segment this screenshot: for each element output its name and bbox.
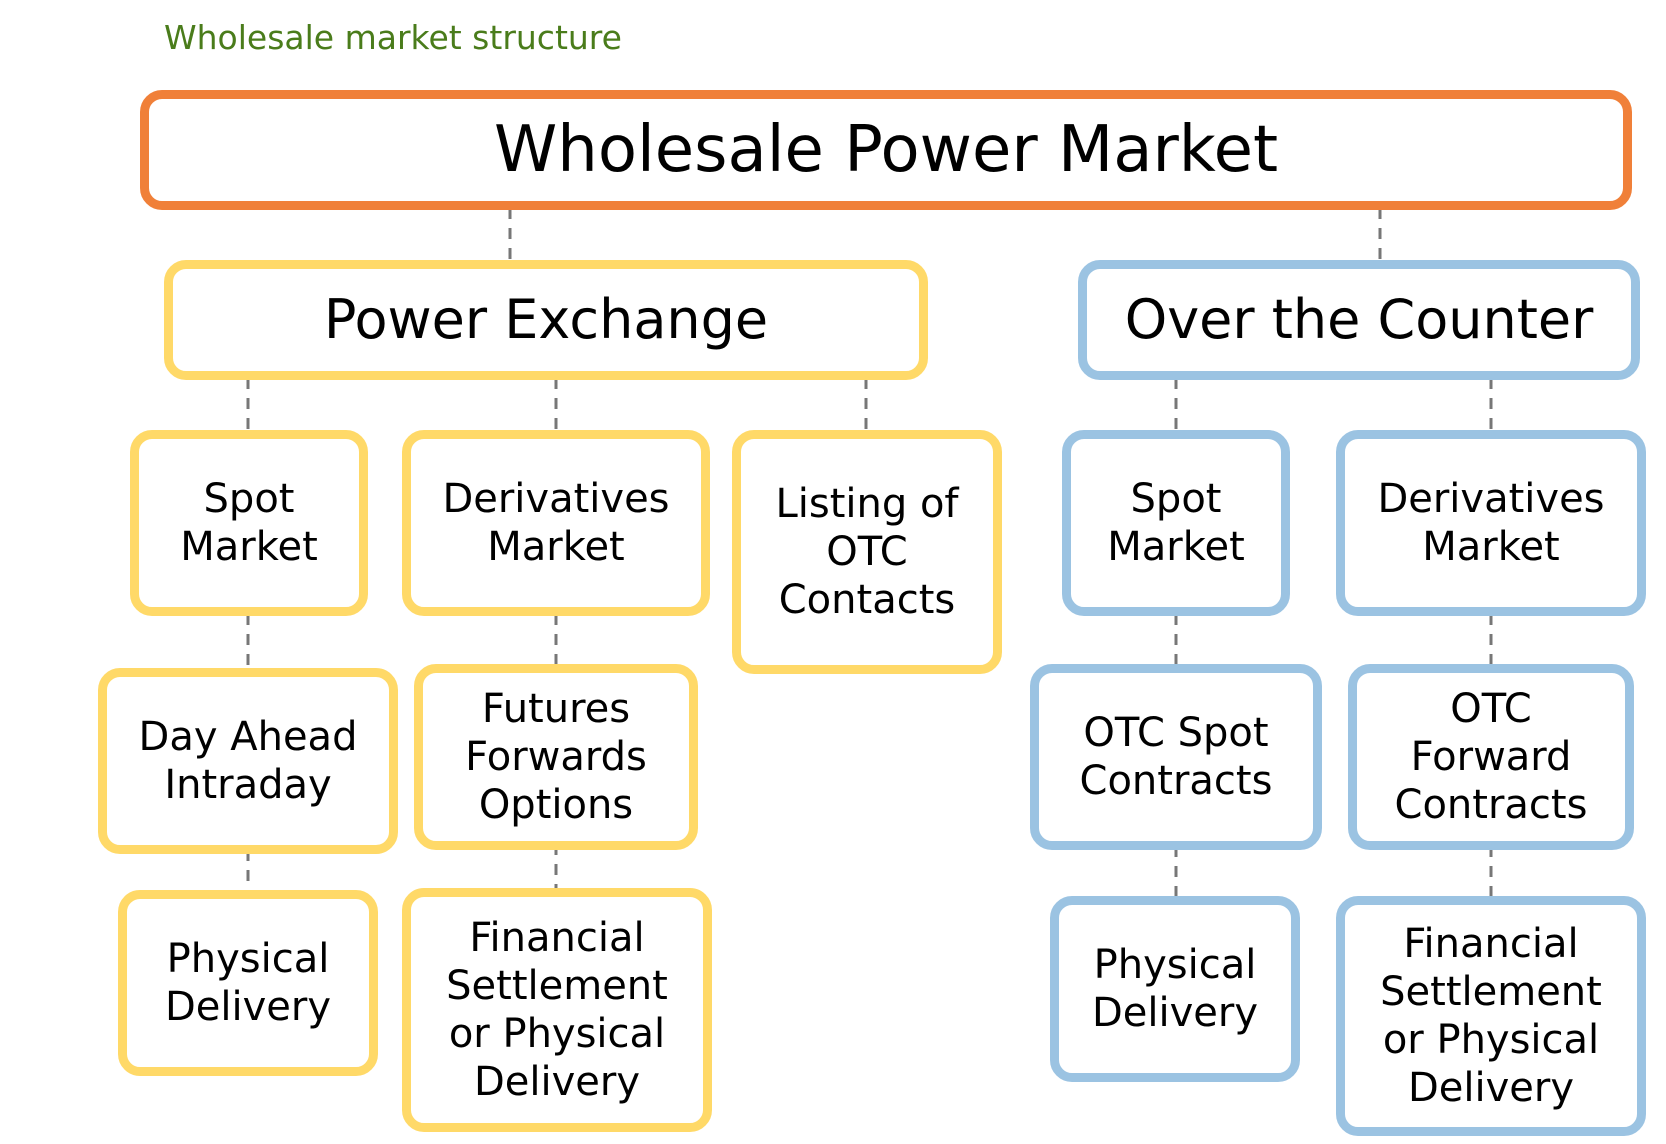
node-day-ahead-intraday: Day Ahead Intraday [98, 668, 398, 854]
node-otc-spot-contracts: OTC Spot Contracts [1030, 664, 1322, 850]
node-wholesale-power-market: Wholesale Power Market [140, 90, 1632, 210]
node-otc-derivatives-market: Derivatives Market [1336, 430, 1646, 616]
node-listing-of-otc-contacts: Listing of OTC Contacts [732, 430, 1002, 674]
node-power-exchange: Power Exchange [164, 260, 928, 380]
node-otc-forward-contracts: OTC Forward Contracts [1348, 664, 1634, 850]
node-futures-forwards-options: Futures Forwards Options [414, 664, 698, 850]
node-exchange-spot-market: Spot Market [130, 430, 368, 616]
node-exchange-derivatives-market: Derivatives Market [402, 430, 710, 616]
node-over-the-counter: Over the Counter [1078, 260, 1640, 380]
diagram-caption: Wholesale market structure [164, 18, 622, 57]
node-exchange-financial-settlement: Financial Settlement or Physical Deliver… [402, 888, 712, 1132]
node-otc-physical-delivery: Physical Delivery [1050, 896, 1300, 1082]
node-exchange-physical-delivery: Physical Delivery [118, 890, 378, 1076]
node-otc-spot-market: Spot Market [1062, 430, 1290, 616]
node-otc-financial-settlement: Financial Settlement or Physical Deliver… [1336, 896, 1646, 1136]
